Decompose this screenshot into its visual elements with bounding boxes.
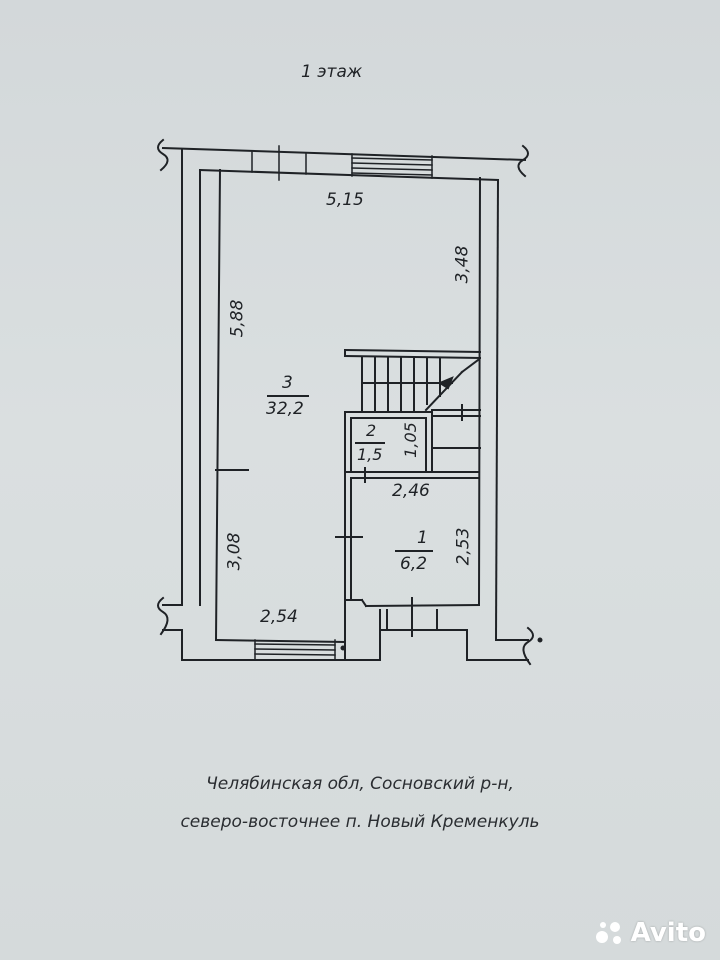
break-symbol-bottom-right: [522, 626, 534, 666]
dimension-room2-depth: 1,05: [400, 422, 420, 458]
room1-partition: [335, 411, 480, 601]
dimension-top-width: 5,15: [326, 190, 364, 210]
top-wall: [161, 146, 527, 182]
stair-arrow-icon: [437, 376, 454, 390]
entrance-mark: [340, 645, 346, 651]
top-window: [251, 145, 433, 181]
dimension-left-upper: 5,88: [227, 299, 248, 338]
break-symbol-top-left: [157, 138, 169, 172]
right-wall: [466, 176, 529, 661]
bottom-window: [254, 639, 336, 661]
room1-area: 6,2: [400, 554, 428, 574]
corner-mark: [537, 637, 543, 643]
dimension-right-upper: 3,48: [452, 245, 473, 284]
floor-title: 1 этаж: [301, 62, 363, 82]
avito-watermark: Avito: [595, 918, 706, 948]
break-symbol-bottom-left: [157, 596, 169, 636]
break-symbol-top-right: [517, 144, 529, 178]
room3-number: 3: [282, 373, 293, 393]
avito-logo-icon: [595, 922, 621, 944]
dimension-room1-width: 2,46: [392, 481, 430, 501]
room2-number: 2: [366, 421, 377, 440]
room1-number: 1: [417, 528, 428, 548]
address-caption-line1: Челябинская обл, Сосновский р-н,: [206, 774, 514, 794]
room2-area: 1,5: [357, 445, 383, 464]
room3-area: 32,2: [266, 399, 304, 419]
entrance-walls: [344, 597, 481, 661]
address-caption-line2: северо-восточнее п. Новый Кременкуль: [180, 812, 540, 832]
room2-partition: [344, 411, 433, 473]
dimension-room1-depth: 2,53: [453, 527, 474, 566]
dimension-left-lower: 3,08: [224, 532, 245, 571]
staircase: [343, 348, 482, 449]
avito-watermark-text: Avito: [630, 918, 706, 948]
left-wall: [162, 168, 347, 661]
dimension-bottom-width: 2,54: [260, 607, 298, 627]
